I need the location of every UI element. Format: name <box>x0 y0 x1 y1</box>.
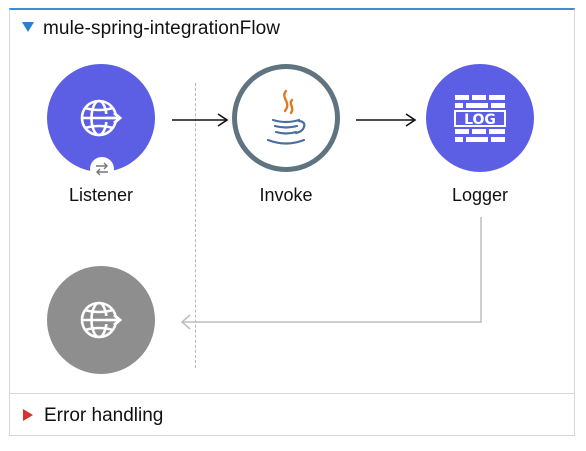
flow-arrow-2 <box>356 113 417 127</box>
flow-title[interactable]: mule-spring-integrationFlow <box>43 18 281 39</box>
globe-arrow-icon <box>80 301 123 339</box>
collapse-triangle-icon[interactable] <box>22 22 34 32</box>
error-handling-section[interactable]: Error handling <box>10 393 574 437</box>
source-divider <box>195 83 196 368</box>
globe-arrow-icon <box>80 99 123 137</box>
response-node[interactable] <box>47 266 155 374</box>
log-icon-text: LOG <box>464 112 496 128</box>
listener-node[interactable] <box>47 64 155 172</box>
java-cup-icon <box>266 89 306 145</box>
response-connector <box>180 217 482 330</box>
expand-triangle-icon[interactable] <box>23 409 33 421</box>
logger-node[interactable]: LOG <box>426 64 534 172</box>
listener-label[interactable]: Listener <box>68 185 134 205</box>
invoke-label[interactable]: Invoke <box>259 185 313 205</box>
exchange-icon <box>96 162 108 176</box>
flow-container: mule-spring-integrationFlow <box>9 8 575 436</box>
log-icon: LOG <box>454 95 506 142</box>
logger-label[interactable]: Logger <box>451 185 509 205</box>
invoke-node[interactable] <box>232 64 340 172</box>
listener-source-badge <box>90 157 114 181</box>
error-handling-label[interactable]: Error handling <box>44 405 164 426</box>
flow-arrow-1 <box>172 113 229 127</box>
flow-canvas: Listener Invoke <box>10 10 574 393</box>
flow-header[interactable]: mule-spring-integrationFlow <box>10 10 574 46</box>
